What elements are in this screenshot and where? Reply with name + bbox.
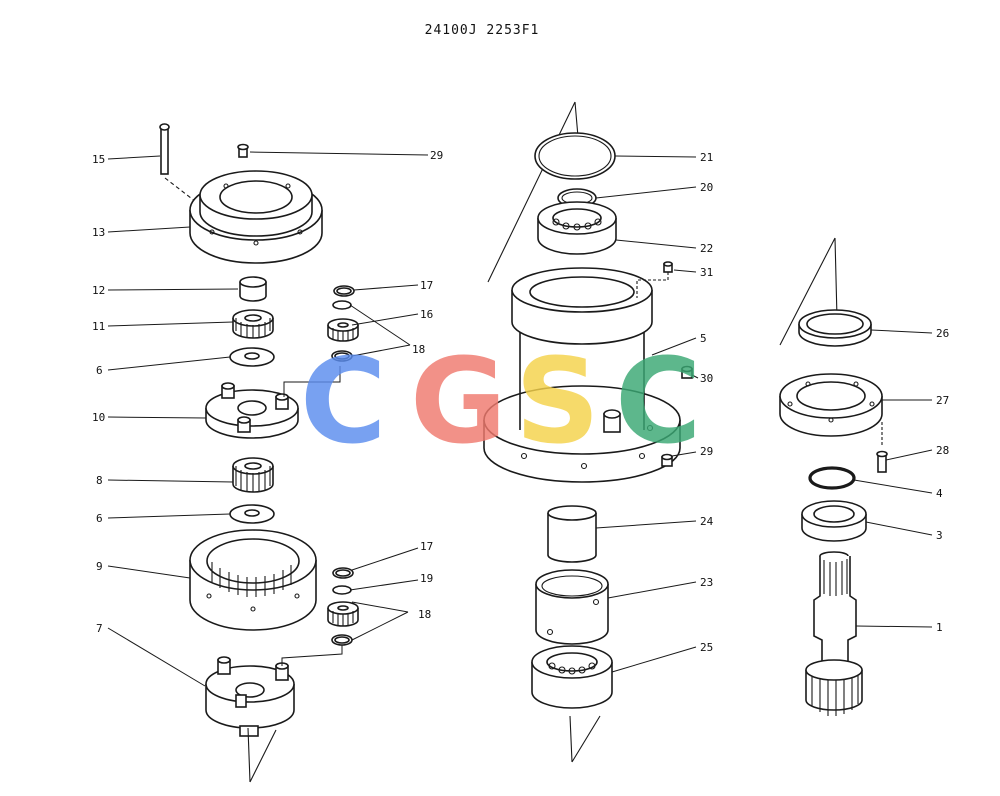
- callout-6-lower: 6: [96, 512, 103, 525]
- part-6-washer-upper: [229, 347, 275, 367]
- part-24-sleeve: [547, 505, 597, 563]
- callout-31: 31: [700, 266, 713, 279]
- watermark-letter: C: [615, 332, 702, 470]
- callout-11: 11: [92, 320, 105, 333]
- callout-9: 9: [96, 560, 103, 573]
- part-25-bearing: [531, 645, 613, 709]
- part-12-bushing: [239, 276, 267, 302]
- callout-27: 27: [936, 394, 949, 407]
- part-29-plug-housing: [661, 453, 673, 467]
- part-19-ring-lower: [332, 585, 352, 595]
- callout-labels: 15 29 13 12 11 6 10 17 16 18 8 6 9 17 19…: [92, 149, 949, 654]
- callout-6-upper: 6: [96, 364, 103, 377]
- part-1-pinion-shaft: [805, 551, 863, 716]
- part-7-shaft-stub: [239, 725, 277, 783]
- callout-8: 8: [96, 474, 103, 487]
- center-break-lines-bottom: [569, 715, 601, 763]
- part-18-ring-lower: [331, 634, 353, 646]
- part-23-collar: [535, 569, 609, 645]
- callout-10: 10: [92, 411, 105, 424]
- callout-7: 7: [96, 622, 103, 635]
- callout-29-top: 29: [430, 149, 443, 162]
- callout-3: 3: [936, 529, 943, 542]
- callout-25: 25: [700, 641, 713, 654]
- part-9-ring-gear: [189, 529, 317, 631]
- part-30-plug: [681, 365, 693, 379]
- callout-4: 4: [936, 487, 943, 500]
- callout-22: 22: [700, 242, 713, 255]
- part-7-carrier: [205, 656, 295, 729]
- part-16-gear: [327, 318, 359, 342]
- part-26-seal: [798, 309, 872, 347]
- part-13-cover: [189, 170, 323, 264]
- callout-17-lower: 17: [420, 540, 433, 553]
- leader-lines: [107, 151, 933, 687]
- callout-23: 23: [700, 576, 713, 589]
- part-11-gear: [232, 309, 274, 339]
- watermark-letter: C: [300, 332, 387, 470]
- part-27-cover: [779, 373, 883, 446]
- part-3-bearing: [801, 500, 867, 542]
- callout-19: 19: [420, 572, 433, 585]
- part-4-o-ring: [808, 466, 856, 490]
- callout-30: 30: [700, 372, 713, 385]
- part-17-ring-upper: [333, 285, 355, 297]
- watermark-letter: G: [410, 332, 507, 470]
- callout-1: 1: [936, 621, 943, 634]
- callout-16: 16: [420, 308, 433, 321]
- callout-17-upper: 17: [420, 279, 433, 292]
- part-21-snap-ring: [534, 132, 616, 180]
- part-18-ring-upper-b: [331, 350, 353, 362]
- part-29-plug-top: [237, 143, 249, 158]
- callout-20: 20: [700, 181, 713, 194]
- drawing-title: 24100J 2253F1: [425, 23, 540, 38]
- part-22-bearing: [537, 201, 617, 255]
- part-28-bolt: [876, 450, 888, 473]
- part-18-ring-upper-a: [332, 300, 352, 310]
- part-6-washer-lower: [229, 504, 275, 524]
- callout-12: 12: [92, 284, 105, 297]
- part-planet-gear-lower: [327, 601, 359, 627]
- callout-21: 21: [700, 151, 713, 164]
- callout-18-lower: 18: [418, 608, 431, 621]
- part-15-bolt: [159, 123, 201, 206]
- callout-26: 26: [936, 327, 949, 340]
- callout-18-upper: 18: [412, 343, 425, 356]
- part-8-gear: [232, 457, 274, 493]
- callout-5: 5: [700, 332, 707, 345]
- right-break-lines-top: [779, 237, 838, 346]
- callout-29-housing: 29: [700, 445, 713, 458]
- watermark-letter: S: [515, 332, 600, 470]
- part-31-plug: [636, 261, 673, 298]
- callout-15: 15: [92, 153, 105, 166]
- part-5-housing: [483, 267, 681, 483]
- callout-28: 28: [936, 444, 949, 457]
- part-10-carrier: [205, 382, 299, 439]
- callout-24: 24: [700, 515, 714, 528]
- part-17-ring-lower: [332, 567, 354, 579]
- callout-13: 13: [92, 226, 105, 239]
